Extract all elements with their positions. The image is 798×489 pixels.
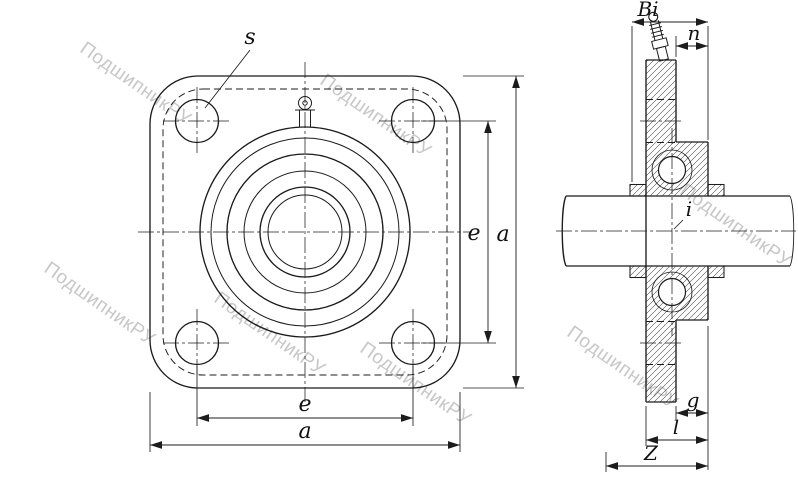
grease-fitting-front-icon xyxy=(295,96,315,128)
dim-e-vertical: e xyxy=(421,120,496,344)
dim-label-g: g xyxy=(687,388,700,412)
dim-i: i xyxy=(673,197,692,230)
dim-label-Bi: Bi xyxy=(636,0,658,21)
dim-label-n: n xyxy=(688,21,701,45)
dim-label-Z: Z xyxy=(643,441,659,465)
dim-s: s xyxy=(204,25,256,109)
dim-label-l: l xyxy=(673,415,679,439)
dim-Bi: Bi xyxy=(631,0,709,182)
hidden-bolt-hole-top xyxy=(640,99,682,143)
dim-label-e-vertical: e xyxy=(467,221,480,246)
flange-outline xyxy=(149,75,461,389)
dim-l: l xyxy=(645,406,708,446)
dim-e-horizontal: e xyxy=(196,366,414,426)
dim-a-horizontal: a xyxy=(149,392,461,452)
bolt-hole-top-left xyxy=(163,87,231,155)
dim-n: n xyxy=(675,21,708,57)
side-view: Bi n i g xyxy=(556,0,796,472)
housing-outline xyxy=(645,59,709,403)
flange-back-edge-dashed xyxy=(162,88,448,376)
front-view: s e a e xyxy=(138,25,524,452)
dim-label-a-horizontal: a xyxy=(298,419,311,444)
dim-a-vertical: a xyxy=(463,75,524,389)
dim-label-e-horizontal: e xyxy=(298,392,311,417)
dim-label-s: s xyxy=(244,25,255,50)
bolt-hole-bottom-left xyxy=(163,309,231,377)
dim-Z: Z xyxy=(605,441,708,472)
dim-label-a-vertical: a xyxy=(496,222,509,247)
dim-g: g xyxy=(675,326,709,470)
shaft xyxy=(556,195,796,267)
inner-ring-ends xyxy=(629,183,725,279)
hidden-bolt-hole-bottom xyxy=(640,321,682,365)
dim-label-i: i xyxy=(686,197,692,221)
